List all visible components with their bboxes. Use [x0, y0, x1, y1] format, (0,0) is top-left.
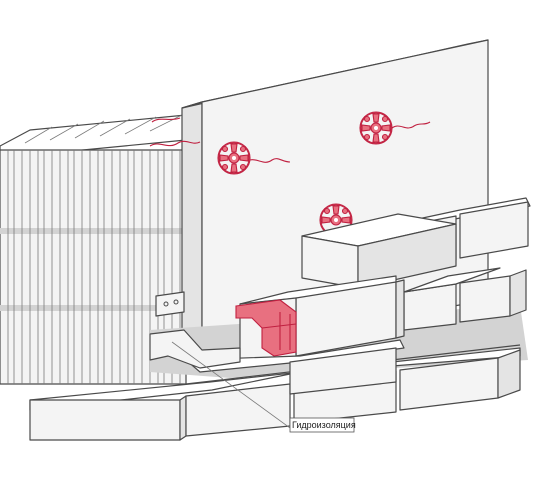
dowel-anchor-icon	[359, 111, 431, 145]
wire-tie	[151, 117, 181, 123]
brick-course-bottom	[29, 347, 521, 441]
wire-tie	[149, 140, 201, 147]
callout-label: Гидроизоляция	[292, 420, 356, 430]
brick-course-middle	[403, 267, 527, 331]
dowel-anchor-icon	[217, 141, 291, 175]
clip-bracket-icon	[235, 299, 297, 357]
mounting-bracket	[155, 291, 185, 317]
callout-waterproofing: Гидроизоляция	[171, 341, 356, 433]
waterproofing-membrane	[149, 329, 241, 369]
brick-top	[301, 213, 457, 289]
back-block-wall	[0, 114, 187, 385]
brick-course-lower	[185, 339, 405, 395]
